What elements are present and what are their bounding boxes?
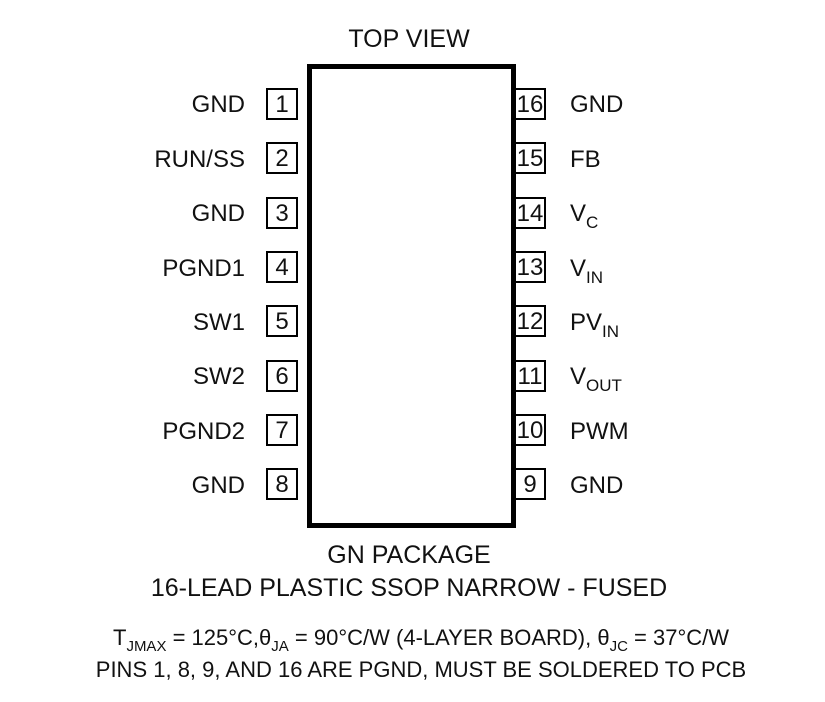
pin-16-name: GND <box>570 91 624 118</box>
pin-3-number: 3 <box>266 197 298 229</box>
pin-16-number: 16 <box>514 88 546 120</box>
pin-6-number: 6 <box>266 360 298 392</box>
pin-12-number: 12 <box>514 305 546 337</box>
pin-11-number: 11 <box>514 360 546 392</box>
pin-13-name: VIN <box>570 255 604 287</box>
pin-8-number: 8 <box>266 468 298 500</box>
pin-15-name: FB <box>570 146 601 173</box>
pin-4-number: 4 <box>266 251 298 283</box>
pin-6-name: SW2 <box>192 363 245 390</box>
pin-14-name: VC <box>570 200 599 232</box>
thermal-note: TJMAX = 125°C,θJA = 90°C/W (4-LAYER BOAR… <box>112 625 730 655</box>
package-description: 16-LEAD PLASTIC SSOP NARROW - FUSED <box>150 574 668 602</box>
pin-11-name: VOUT <box>570 363 622 395</box>
pin-7-number: 7 <box>266 414 298 446</box>
pin-14-number: 14 <box>514 197 546 229</box>
pin-5-number: 5 <box>266 305 298 337</box>
ic-package-body <box>307 64 516 528</box>
package-name: GN PACKAGE <box>327 541 491 569</box>
pin-2-name: RUN/SS <box>154 146 245 173</box>
pin-2-number: 2 <box>266 142 298 174</box>
pin-10-name: PWM <box>570 418 629 445</box>
pin-9-number: 9 <box>514 468 546 500</box>
pin-5-name: SW1 <box>192 309 245 336</box>
pgnd-note: PINS 1, 8, 9, AND 16 ARE PGND, MUST BE S… <box>95 657 747 682</box>
pin-4-name: PGND1 <box>162 255 245 282</box>
pin-15-number: 15 <box>514 142 546 174</box>
pin-9-name: GND <box>570 472 624 499</box>
pin-1-name: GND <box>191 91 245 118</box>
pin-12-name: PVIN <box>570 309 620 341</box>
pin-1-number: 1 <box>266 88 298 120</box>
pin-7-name: PGND2 <box>162 418 245 445</box>
pin-3-name: GND <box>191 200 245 227</box>
pin-10-number: 10 <box>514 414 546 446</box>
diagram-title: TOP VIEW <box>348 25 470 53</box>
pin-13-number: 13 <box>514 251 546 283</box>
pin-8-name: GND <box>191 472 245 499</box>
